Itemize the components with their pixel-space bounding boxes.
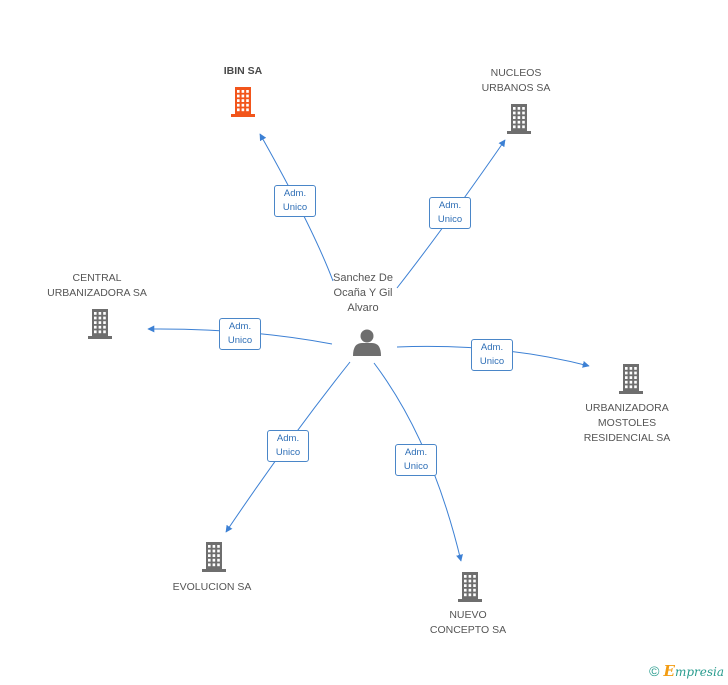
company-name-nuevo-concepto-sa[interactable]: NUEVO CONCEPTO SA [429,609,507,636]
relation-label-ibin-sa[interactable]: Adm. Unico [274,185,316,217]
copyright-symbol: © [649,663,660,679]
relation-label-urbanizadora-mostoles-residencial-sa[interactable]: Adm. Unico [471,339,513,371]
company-name-evolucion-sa[interactable]: EVOLUCION SA [172,581,252,593]
building-icon-nuevo-concepto-sa[interactable] [458,572,482,602]
relation-qualifier: Unico [403,461,429,472]
brand-logo-text: mpresia [674,665,724,679]
company-name-nucleos-urbanos-sa[interactable]: NUCLEOS URBANOS SA [481,67,551,94]
relation-label-nucleos-urbanos-sa[interactable]: Adm. Unico [429,197,471,229]
relation-qualifier: Unico [282,202,308,213]
person-icon[interactable] [353,329,381,357]
relation-qualifier: Unico [275,447,301,458]
footer-brand[interactable]: ©Empresia [649,662,724,680]
relation-type: Adm. [480,342,504,353]
building-icon-nucleos-urbanos-sa[interactable] [507,104,531,134]
building-icon-central-urbanizadora-sa[interactable] [88,309,112,339]
person-name[interactable]: Sanchez De Ocaña Y Gil Alvaro [333,272,393,314]
building-icon-evolucion-sa[interactable] [202,542,226,572]
relation-label-evolucion-sa[interactable]: Adm. Unico [267,430,309,462]
relation-qualifier: Unico [437,214,463,225]
relation-type: Adm. [438,200,462,211]
brand-logo-initial: E [663,662,675,680]
relation-type: Adm. [404,447,428,458]
relation-qualifier: Unico [479,356,505,367]
relation-qualifier: Unico [227,335,253,346]
edge-to-ibin-sa [259,133,334,282]
company-name-central-urbanizadora-sa[interactable]: CENTRAL URBANIZADORA SA [47,272,147,299]
company-name-urbanizadora-mostoles-residencial-sa[interactable]: URBANIZADORA MOSTOLES RESIDENCIAL SA [583,402,671,444]
relation-label-nuevo-concepto-sa[interactable]: Adm. Unico [395,444,437,476]
company-name-ibin-sa[interactable]: IBIN SA [223,65,263,77]
relation-type: Adm. [276,433,300,444]
relation-type: Adm. [283,188,307,199]
building-icon-urbanizadora-mostoles-residencial-sa[interactable] [619,364,643,394]
building-icon-ibin-sa[interactable] [231,87,255,117]
relation-type: Adm. [228,321,252,332]
relation-label-central-urbanizadora-sa[interactable]: Adm. Unico [219,318,261,350]
